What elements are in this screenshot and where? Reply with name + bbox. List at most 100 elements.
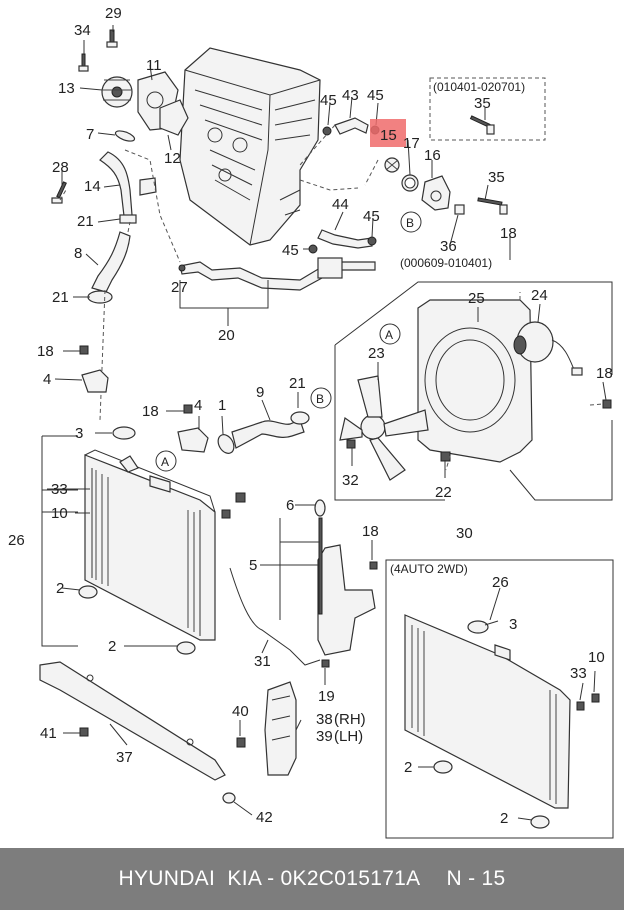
side-label-rh: (RH) bbox=[334, 711, 366, 728]
clip-19 bbox=[321, 659, 330, 668]
callout-39: 39 bbox=[316, 728, 333, 745]
callout-4b: 4 bbox=[194, 397, 202, 414]
callout-2c: 2 bbox=[404, 759, 412, 776]
callout-1: 1 bbox=[218, 397, 226, 414]
callout-10b: 10 bbox=[588, 649, 605, 666]
mount-2d bbox=[530, 815, 550, 829]
callout-17: 17 bbox=[403, 135, 420, 152]
clip-40 bbox=[236, 737, 246, 748]
bolt-34 bbox=[78, 53, 89, 72]
callout-38: 38 bbox=[316, 711, 333, 728]
clamp-1 bbox=[217, 434, 235, 454]
callout-37: 37 bbox=[116, 749, 133, 766]
drain-10b bbox=[591, 693, 600, 703]
date-range-2: (000609-010401) bbox=[400, 256, 492, 270]
bolt-18d bbox=[369, 561, 378, 570]
hose-14 bbox=[99, 151, 157, 217]
radiator-26 bbox=[84, 449, 216, 641]
thermostat-housing-12 bbox=[159, 99, 189, 136]
callout-16: 16 bbox=[424, 147, 441, 164]
nut-32 bbox=[346, 439, 356, 449]
callout-35b: 35 bbox=[488, 169, 505, 186]
mount-2b bbox=[176, 641, 196, 655]
callout-14: 14 bbox=[84, 178, 101, 195]
callout-11: 11 bbox=[146, 57, 162, 74]
callout-21b: 21 bbox=[52, 289, 69, 306]
clamp-21b bbox=[87, 290, 113, 304]
callout-6: 6 bbox=[286, 497, 294, 514]
callout-2d: 2 bbox=[500, 810, 508, 827]
callout-22: 22 bbox=[435, 484, 452, 501]
radiator-cap-3a bbox=[112, 426, 136, 440]
clamp-21a bbox=[119, 214, 137, 224]
callout-40: 40 bbox=[232, 703, 249, 720]
bolt-35a bbox=[469, 115, 495, 135]
variant-box-1 bbox=[429, 77, 546, 141]
marker-b2: B bbox=[400, 211, 422, 233]
callout-18c: 18 bbox=[37, 343, 54, 360]
callout-43: 43 bbox=[342, 87, 359, 104]
callout-21c: 21 bbox=[289, 375, 306, 392]
callout-25: 25 bbox=[468, 290, 485, 307]
bracket-4a bbox=[81, 369, 109, 393]
callout-45d: 45 bbox=[282, 242, 299, 259]
callout-13: 13 bbox=[58, 80, 75, 97]
callout-4a: 4 bbox=[43, 371, 51, 388]
callout-45c: 45 bbox=[363, 208, 380, 225]
callout-28: 28 bbox=[52, 159, 69, 176]
water-pump-pulley bbox=[101, 76, 133, 108]
hose-31 bbox=[229, 567, 321, 666]
callout-31: 31 bbox=[254, 653, 271, 670]
radiator-cap-3b bbox=[467, 620, 489, 634]
callout-41: 41 bbox=[40, 725, 57, 742]
callout-15: 15 bbox=[380, 127, 397, 144]
mount-2c bbox=[433, 760, 453, 774]
clip-42 bbox=[222, 792, 236, 804]
drain-10a bbox=[221, 509, 231, 519]
callout-33b: 33 bbox=[570, 665, 587, 682]
callout-2a: 2 bbox=[56, 580, 64, 597]
callout-5: 5 bbox=[249, 557, 257, 574]
callout-33a: 33 bbox=[51, 481, 68, 498]
callout-18a: 18 bbox=[500, 225, 517, 242]
hose-8 bbox=[91, 231, 131, 293]
highlight-part-15 bbox=[370, 119, 406, 147]
callout-9: 9 bbox=[256, 384, 264, 401]
callout-18d: 18 bbox=[362, 523, 379, 540]
mount-2a bbox=[78, 585, 98, 599]
hose-9 bbox=[231, 419, 305, 449]
footer-bar: HYUNDAI KIA - 0K2C015171A N - 15 bbox=[0, 848, 624, 910]
callout-12: 12 bbox=[164, 150, 181, 167]
drain-plug-33a bbox=[235, 492, 246, 503]
callout-7: 7 bbox=[86, 126, 94, 143]
marker-a2: A bbox=[379, 323, 401, 345]
marker-a2-label: A bbox=[385, 328, 393, 342]
callout-2b: 2 bbox=[108, 638, 116, 655]
radiator-26b bbox=[404, 614, 571, 809]
clamp-21c bbox=[290, 411, 310, 425]
guide-lines-shroud bbox=[445, 292, 604, 471]
radiator-bracket-lines bbox=[41, 435, 78, 647]
marker-a1-label: A bbox=[161, 455, 169, 469]
bolt-18a bbox=[79, 345, 89, 355]
callout-44: 44 bbox=[332, 196, 349, 213]
shroud-box bbox=[334, 281, 613, 501]
callout-26a: 26 bbox=[8, 532, 25, 549]
callout-29: 29 bbox=[105, 5, 122, 22]
reservoir-bracket bbox=[279, 518, 320, 620]
marker-b1-label: B bbox=[316, 392, 324, 406]
bolt-28 bbox=[51, 181, 67, 204]
footer-part-number: HYUNDAI KIA - 0K2C015171A bbox=[118, 867, 421, 890]
hose-44 bbox=[317, 229, 373, 249]
variant-box-label: (4AUTO 2WD) bbox=[390, 562, 468, 576]
leader-lines bbox=[47, 25, 607, 821]
marker-b1: B bbox=[310, 387, 332, 409]
engine-block bbox=[179, 47, 321, 246]
bolt-18c bbox=[183, 404, 193, 414]
drain-33b bbox=[576, 701, 585, 711]
callout-3b: 3 bbox=[509, 616, 517, 633]
callout-26b: 26 bbox=[492, 574, 509, 591]
callout-27: 27 bbox=[171, 279, 188, 296]
gasket-17 bbox=[401, 174, 419, 192]
callout-45b: 45 bbox=[367, 87, 384, 104]
